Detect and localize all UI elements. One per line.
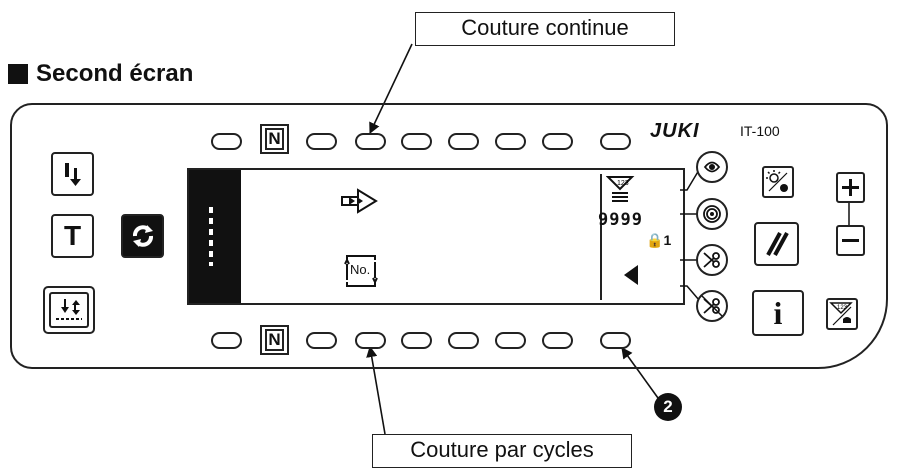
plus-key[interactable] [836, 172, 865, 203]
bottom-mode-button[interactable]: N [260, 325, 289, 355]
presser-foot-icon [56, 299, 82, 320]
leader-marker [621, 347, 659, 399]
counter-value: 9999 [598, 210, 643, 230]
rotate-arrows-icon [132, 225, 153, 247]
bottom-pill-button-8[interactable] [600, 332, 631, 349]
model-label: IT-100 [740, 123, 780, 139]
bottom-pill-button-4[interactable] [401, 332, 432, 349]
plus-icon [842, 179, 859, 196]
bottom-pill-button-2[interactable] [306, 332, 337, 349]
lcd-display [187, 168, 685, 305]
top-pill-button-7[interactable] [542, 133, 573, 150]
top-mode-button[interactable]: N [260, 124, 289, 154]
heading-text: Second écran [36, 60, 194, 87]
marker-number: 2 [654, 393, 682, 421]
info-key[interactable]: i [752, 290, 804, 336]
double-arrow-icon [341, 188, 378, 214]
cycle-no-label: No. [350, 262, 371, 277]
eye-button[interactable] [696, 151, 728, 183]
plus-minus-link [848, 203, 850, 225]
spiral-icon [703, 205, 721, 223]
t-key[interactable]: T [51, 214, 94, 258]
bottom-pill-button-1[interactable] [211, 332, 242, 349]
lcd-connectors [680, 169, 700, 301]
light-bulb-icon [766, 170, 788, 192]
brand-logo: JUKI [650, 120, 700, 142]
minus-icon [842, 239, 859, 242]
top-mode-letter: N [265, 128, 284, 150]
leader-bottom [366, 345, 386, 435]
triangle-left-icon [624, 265, 638, 285]
light-key[interactable] [762, 166, 794, 198]
presser-foot-key[interactable] [43, 286, 95, 334]
counter-reset-key[interactable]: 123 [826, 298, 858, 330]
bottom-mode-letter: N [265, 329, 284, 351]
spiral-button[interactable] [696, 198, 728, 230]
callout-continuous-sewing: Couture continue [415, 12, 675, 46]
reset-key[interactable] [121, 214, 164, 258]
cycle-no-icon: No. [343, 254, 379, 288]
lock-number: 1 [663, 232, 672, 248]
top-pill-button-4[interactable] [401, 133, 432, 150]
bottom-pill-button-6[interactable] [495, 332, 526, 349]
top-pill-button-3[interactable] [355, 133, 386, 150]
operation-panel [10, 103, 888, 369]
callout-continuous-sewing-label: Couture continue [461, 15, 629, 40]
leader-top [369, 43, 413, 135]
top-pill-button-8[interactable] [600, 133, 631, 150]
thread-key[interactable] [51, 152, 94, 196]
bobbin-counter-icon: 123 [606, 176, 635, 202]
info-key-label: i [773, 294, 783, 331]
lcd-left-bar [189, 170, 241, 303]
bottom-pill-button-7[interactable] [542, 332, 573, 349]
callout-cycle-sewing: Couture par cycles [372, 434, 632, 468]
lock-indicator: 🔒1 [646, 232, 671, 249]
top-pill-button-5[interactable] [448, 133, 479, 150]
section-heading: Second écran [8, 60, 193, 88]
t-key-label: T [63, 220, 82, 251]
lock-icon: 🔒 [646, 232, 664, 248]
lcd-separator [600, 174, 602, 300]
scissors-button-1[interactable] [696, 244, 728, 276]
scissors-cancel-icon [701, 295, 723, 317]
lcd-dashes-icon [209, 207, 213, 266]
double-slash-icon [765, 232, 789, 256]
scissors-icon [703, 252, 720, 268]
clear-key[interactable] [754, 222, 799, 266]
eye-icon [703, 161, 721, 173]
callout-cycle-sewing-label: Couture par cycles [410, 437, 594, 462]
svg-text:123: 123 [837, 305, 848, 311]
top-pill-button-2[interactable] [306, 133, 337, 150]
thread-down-icon [64, 163, 81, 186]
bottom-pill-button-3[interactable] [355, 332, 386, 349]
heading-square-icon [8, 64, 28, 84]
top-pill-button-1[interactable] [211, 133, 242, 150]
svg-text:123: 123 [617, 180, 629, 187]
bottom-pill-button-5[interactable] [448, 332, 479, 349]
top-pill-button-6[interactable] [495, 133, 526, 150]
scissors-button-2[interactable] [696, 290, 728, 322]
minus-key[interactable] [836, 225, 865, 256]
counter-reset-icon: 123 [829, 302, 853, 326]
